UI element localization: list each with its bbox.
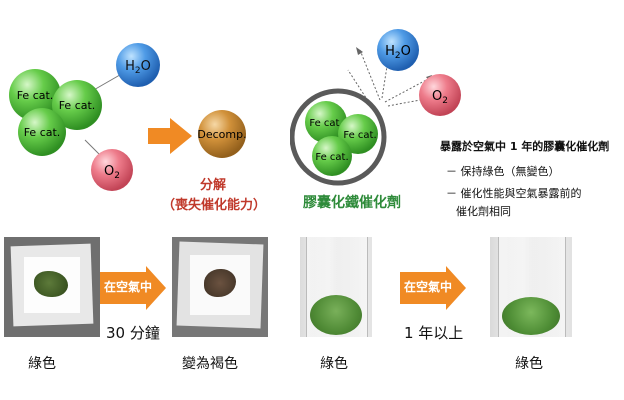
svg-text:Fe cat.: Fe cat. bbox=[24, 126, 61, 139]
top-left-diagram: H2O Fe cat. Fe cat. Fe cat. O2 Decomp. bbox=[9, 43, 247, 191]
elapsed-time-label: 1 年以上 bbox=[404, 324, 464, 342]
svg-text:Decomp.: Decomp. bbox=[197, 128, 246, 141]
oxygen-molecule: O2 bbox=[419, 74, 461, 116]
elapsed-time-label: 30 分鐘 bbox=[106, 324, 160, 342]
in-air-arrow bbox=[400, 266, 466, 310]
photo-caption: 綠色 bbox=[320, 356, 348, 372]
photo-green-powder bbox=[4, 237, 100, 337]
in-air-label: 在空氣中 bbox=[104, 280, 153, 294]
capsule-ring bbox=[290, 88, 387, 186]
decomposition-label: 分解 bbox=[200, 178, 227, 193]
svg-text:H2O: H2O bbox=[125, 59, 151, 76]
fe-catalyst-sphere: Fe cat. bbox=[18, 108, 66, 156]
notes-title: 暴露於空氣中 1 年的膠囊化催化劑 bbox=[440, 140, 610, 153]
svg-text:Fe cat.: Fe cat. bbox=[17, 89, 54, 102]
svg-text:O2: O2 bbox=[432, 89, 448, 106]
in-air-label: 在空氣中 bbox=[404, 280, 453, 294]
photo-caption: 綠色 bbox=[515, 356, 543, 372]
svg-text:Fe cat.: Fe cat. bbox=[343, 130, 376, 141]
svg-text:Fe cat.: Fe cat. bbox=[315, 152, 348, 163]
decomposed-sphere: Decomp. bbox=[197, 110, 247, 158]
notes-item: － 保持綠色（無變色） bbox=[446, 165, 560, 178]
photo-browned-powder bbox=[172, 237, 268, 337]
reaction-arrow bbox=[148, 118, 192, 154]
water-molecule: H2O bbox=[377, 29, 419, 71]
photo-vial-initial bbox=[300, 237, 372, 337]
fe-catalyst-sphere: Fe cat. bbox=[312, 136, 352, 176]
water-molecule: H2O bbox=[116, 43, 160, 87]
fe-catalyst-sphere: Fe cat. bbox=[52, 80, 102, 130]
photo-vial-after-year bbox=[490, 237, 572, 337]
svg-text:Fe cat.: Fe cat. bbox=[59, 99, 96, 112]
svg-text:O2: O2 bbox=[104, 164, 120, 181]
encapsulated-catalyst-label: 膠囊化鐵催化劑 bbox=[303, 195, 401, 211]
notes-item: 催化劑相同 bbox=[456, 205, 511, 218]
photo-caption: 綠色 bbox=[28, 356, 56, 372]
photo-caption: 變為褐色 bbox=[182, 356, 238, 372]
oxygen-molecule: O2 bbox=[91, 149, 133, 191]
svg-text:Fe cat.: Fe cat. bbox=[309, 118, 342, 129]
svg-text:H2O: H2O bbox=[385, 44, 411, 61]
decomposition-note: （喪失催化能力） bbox=[162, 198, 267, 213]
notes-item: － 催化性能與空氣暴露前的 bbox=[446, 187, 582, 200]
in-air-arrow bbox=[100, 266, 166, 310]
top-right-diagram: H2O O2 Fe cat. Fe cat. Fe cat. bbox=[290, 29, 461, 186]
fe-catalyst-sphere: Fe cat. bbox=[305, 101, 347, 143]
fe-catalyst-sphere: Fe cat. bbox=[9, 69, 61, 121]
